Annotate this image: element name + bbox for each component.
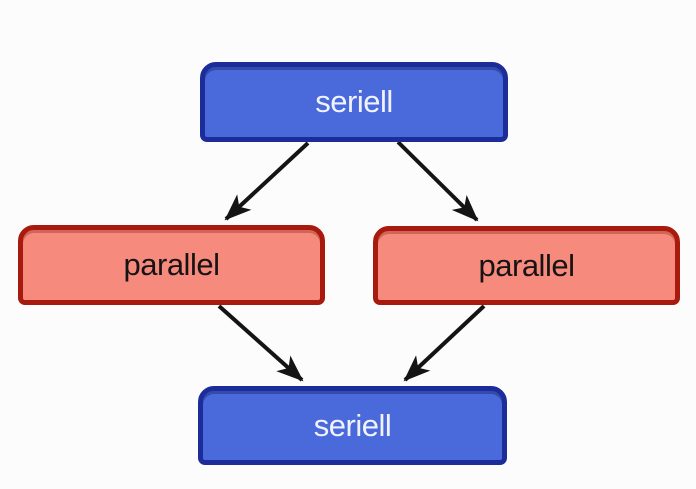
node-label: seriell bbox=[315, 84, 393, 119]
node-seriell-bottom: seriell bbox=[198, 386, 507, 465]
edge-arrow-left-parallel-to-bottom-seriell bbox=[217, 304, 304, 382]
node-parallel-left: parallel bbox=[18, 225, 325, 305]
node-seriell-top: seriell bbox=[200, 62, 508, 142]
edge-arrow-top-seriell-to-right-parallel bbox=[396, 140, 479, 222]
node-label: parallel bbox=[123, 247, 220, 282]
edge-arrow-top-seriell-to-left-parallel bbox=[224, 141, 310, 221]
node-label: parallel bbox=[478, 247, 575, 283]
node-label: seriell bbox=[313, 407, 392, 443]
node-parallel-right: parallel bbox=[373, 226, 680, 305]
edge-arrow-right-parallel-to-bottom-seriell bbox=[403, 304, 486, 382]
